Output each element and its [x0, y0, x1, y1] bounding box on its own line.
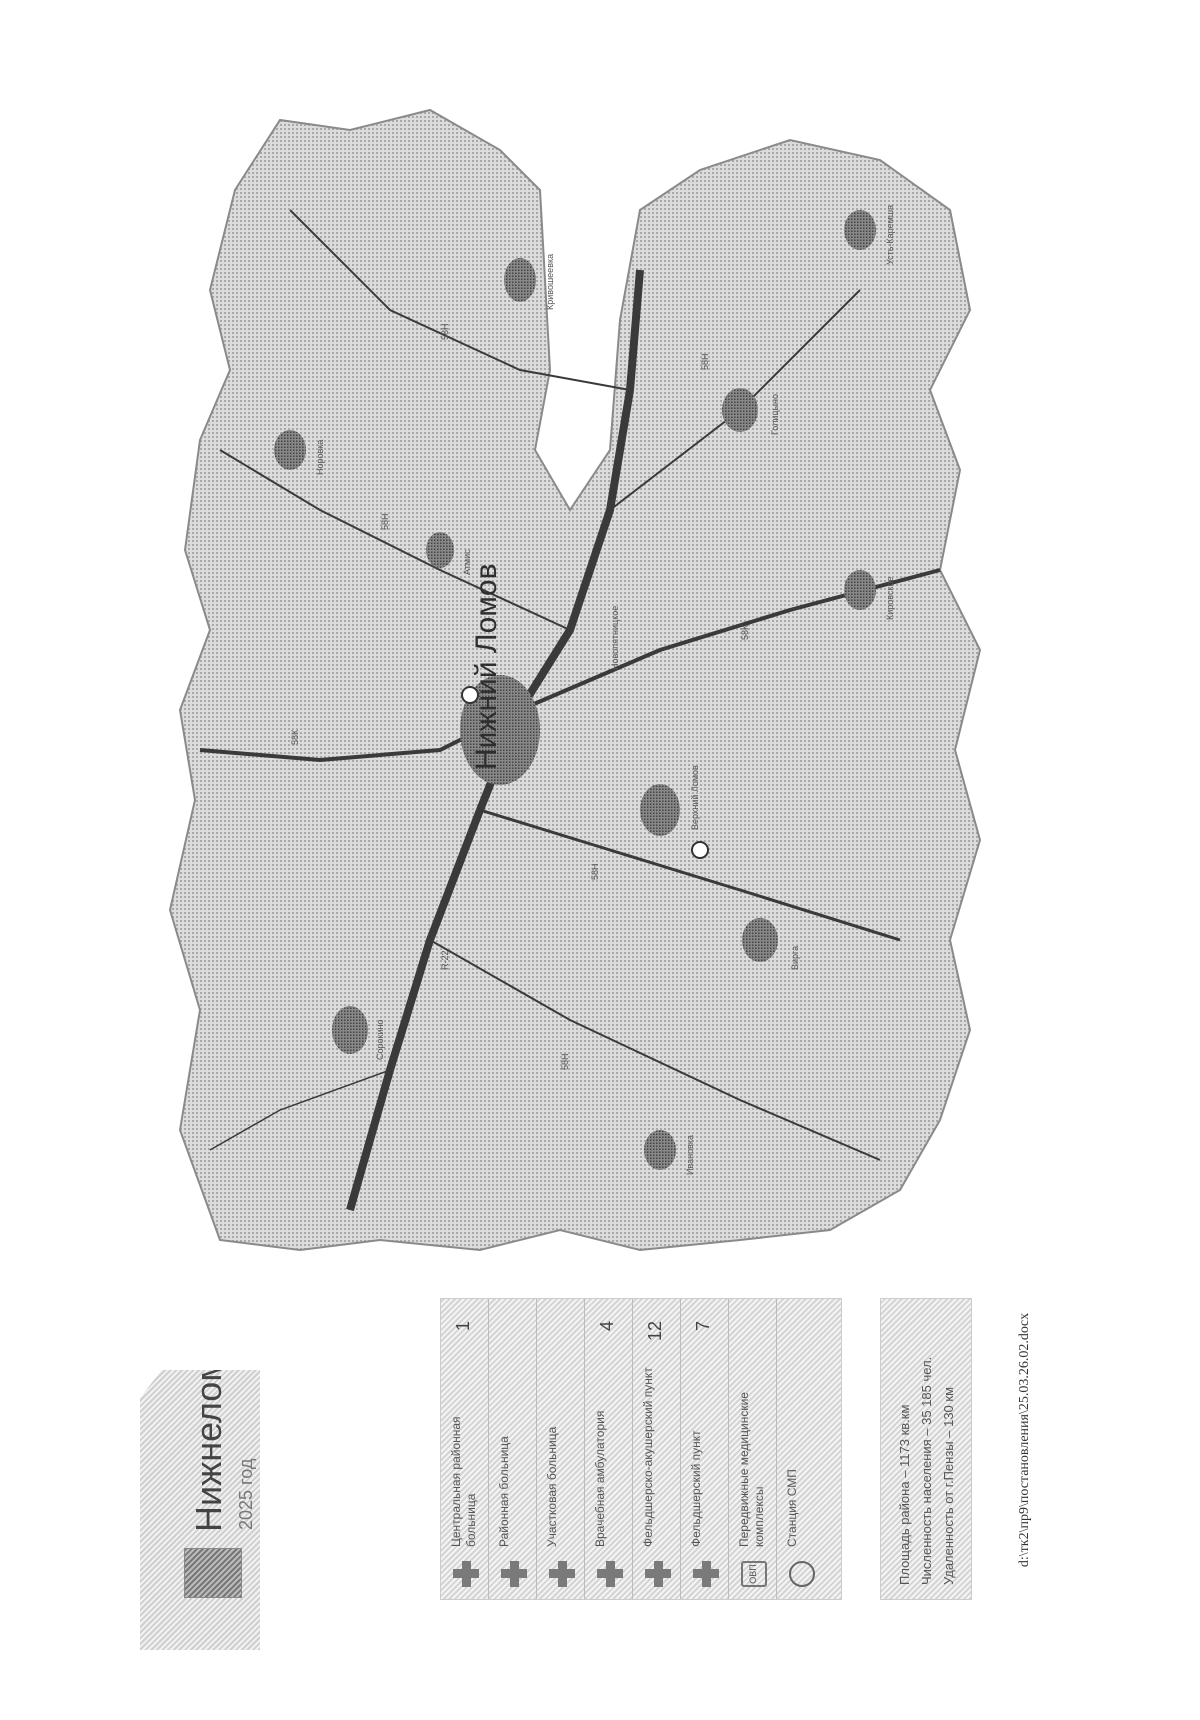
settlement-marker	[504, 258, 536, 302]
legend-item: Станция СМП	[777, 1299, 825, 1599]
route-label: 58К	[740, 624, 750, 640]
town-label: Норовка	[315, 439, 325, 475]
town-label: Кривошеевка	[545, 253, 555, 310]
medical-cross-icon	[453, 1561, 479, 1587]
town-label: Усть-Каремша	[885, 204, 895, 265]
route-label: R-22	[440, 950, 450, 970]
town-label: Новопятницкое	[610, 605, 620, 670]
route-label: 58Н	[590, 863, 600, 880]
stat-distance: Удаленность от г.Пензы – 130 км	[941, 1386, 956, 1585]
legend-label: Врачебная амбулатория	[593, 1410, 607, 1547]
document-footer-path: d:\тк2\пр9\постановления\25.03.26.02.doc…	[1017, 1312, 1032, 1568]
local-road	[219, 449, 571, 631]
medical-cross-icon	[645, 1561, 671, 1587]
legend-label: Фельдшерский пункт	[689, 1430, 703, 1547]
local-road	[429, 939, 881, 1161]
district-map: Нижний Ломов Верхний Ломов Вирга Голицын…	[140, 90, 1030, 1270]
main-city-label: Нижний Ломов	[470, 563, 503, 770]
settlement-marker	[644, 1130, 676, 1170]
settlement-marker	[844, 570, 876, 610]
settlement-marker	[722, 388, 758, 432]
settlement-marker	[426, 532, 454, 568]
route-label: 58Н	[560, 1053, 570, 1070]
legend-item: Участковая больница	[537, 1299, 585, 1599]
ambulance-station-icon	[789, 1561, 815, 1587]
route-label: 58Н	[700, 353, 710, 370]
district-emblem-icon	[184, 1548, 242, 1598]
town-label: Верхний Ломов	[690, 765, 700, 830]
district-year: 2025 год	[236, 1458, 256, 1530]
district-header: Нижнеломовский район 2025 год	[140, 1370, 260, 1650]
legend-count: 1	[453, 1321, 473, 1332]
district-stats-panel: Площадь района – 1173 кв.км Численность …	[880, 1298, 972, 1600]
settlement-marker	[844, 210, 876, 250]
legend-count: 4	[597, 1321, 617, 1332]
stat-population: Численность населения – 35 185 чел.	[919, 1356, 934, 1585]
town-label: Ивановка	[685, 1134, 695, 1175]
legend-label: Районная больница	[497, 1436, 511, 1547]
town-label: Сорокино	[375, 1019, 385, 1060]
town-label: Голицыно	[770, 394, 780, 435]
settlement-marker	[460, 675, 540, 785]
town-label: Атмис	[462, 549, 472, 575]
legend-panel: Центральная районная больница 1 Районная…	[440, 1298, 842, 1600]
legend-label: Центральная районная больница	[449, 1416, 478, 1547]
medical-cross-icon	[549, 1561, 575, 1587]
legend-item: Врачебная амбулатория 4	[585, 1299, 633, 1599]
legend-label: Станция СМП	[785, 1469, 799, 1547]
settlement-marker	[640, 784, 680, 836]
town-label: Вирга	[790, 945, 800, 970]
local-road	[289, 209, 631, 391]
settlement-marker	[274, 430, 306, 470]
legend-label: Передвижные медицинские комплексы	[737, 1392, 766, 1547]
legend-count: 7	[693, 1321, 713, 1332]
ambulance-station-marker	[461, 686, 479, 704]
route-label: 58Н	[380, 513, 390, 530]
settlement-marker	[332, 1006, 368, 1054]
legend-item: Центральная районная больница 1	[441, 1299, 489, 1599]
legend-item: Фельдшерско-акушерский пункт 12	[633, 1299, 681, 1599]
route-label: 58Н	[440, 323, 450, 340]
route-label: 58К	[290, 729, 300, 745]
map-drawing	[168, 108, 982, 1252]
district-boundary	[168, 108, 982, 1252]
regional-road	[479, 808, 901, 942]
legend-item: ОВП Передвижные медицинские комплексы	[729, 1299, 777, 1599]
medical-cross-icon	[693, 1561, 719, 1587]
map-sheet: Нижнеломовский район 2025 год Центральна…	[140, 80, 1030, 1650]
stat-area: Площадь района – 1173 кв.км	[897, 1404, 912, 1585]
ambulance-station-marker	[691, 841, 709, 859]
legend-label: Участковая больница	[545, 1426, 559, 1547]
legend-item: Районная больница	[489, 1299, 537, 1599]
settlements	[274, 210, 876, 1170]
settlement-marker	[742, 918, 778, 962]
local-road	[209, 1069, 391, 1151]
medical-cross-icon	[501, 1561, 527, 1587]
legend-count: 12	[645, 1321, 665, 1342]
legend-item: Фельдшерский пункт 7	[681, 1299, 729, 1599]
legend-label: Фельдшерско-акушерский пункт	[641, 1367, 655, 1547]
town-label: Кировское	[885, 576, 895, 620]
medical-cross-icon	[597, 1561, 623, 1587]
mobile-complex-icon: ОВП	[741, 1561, 767, 1587]
